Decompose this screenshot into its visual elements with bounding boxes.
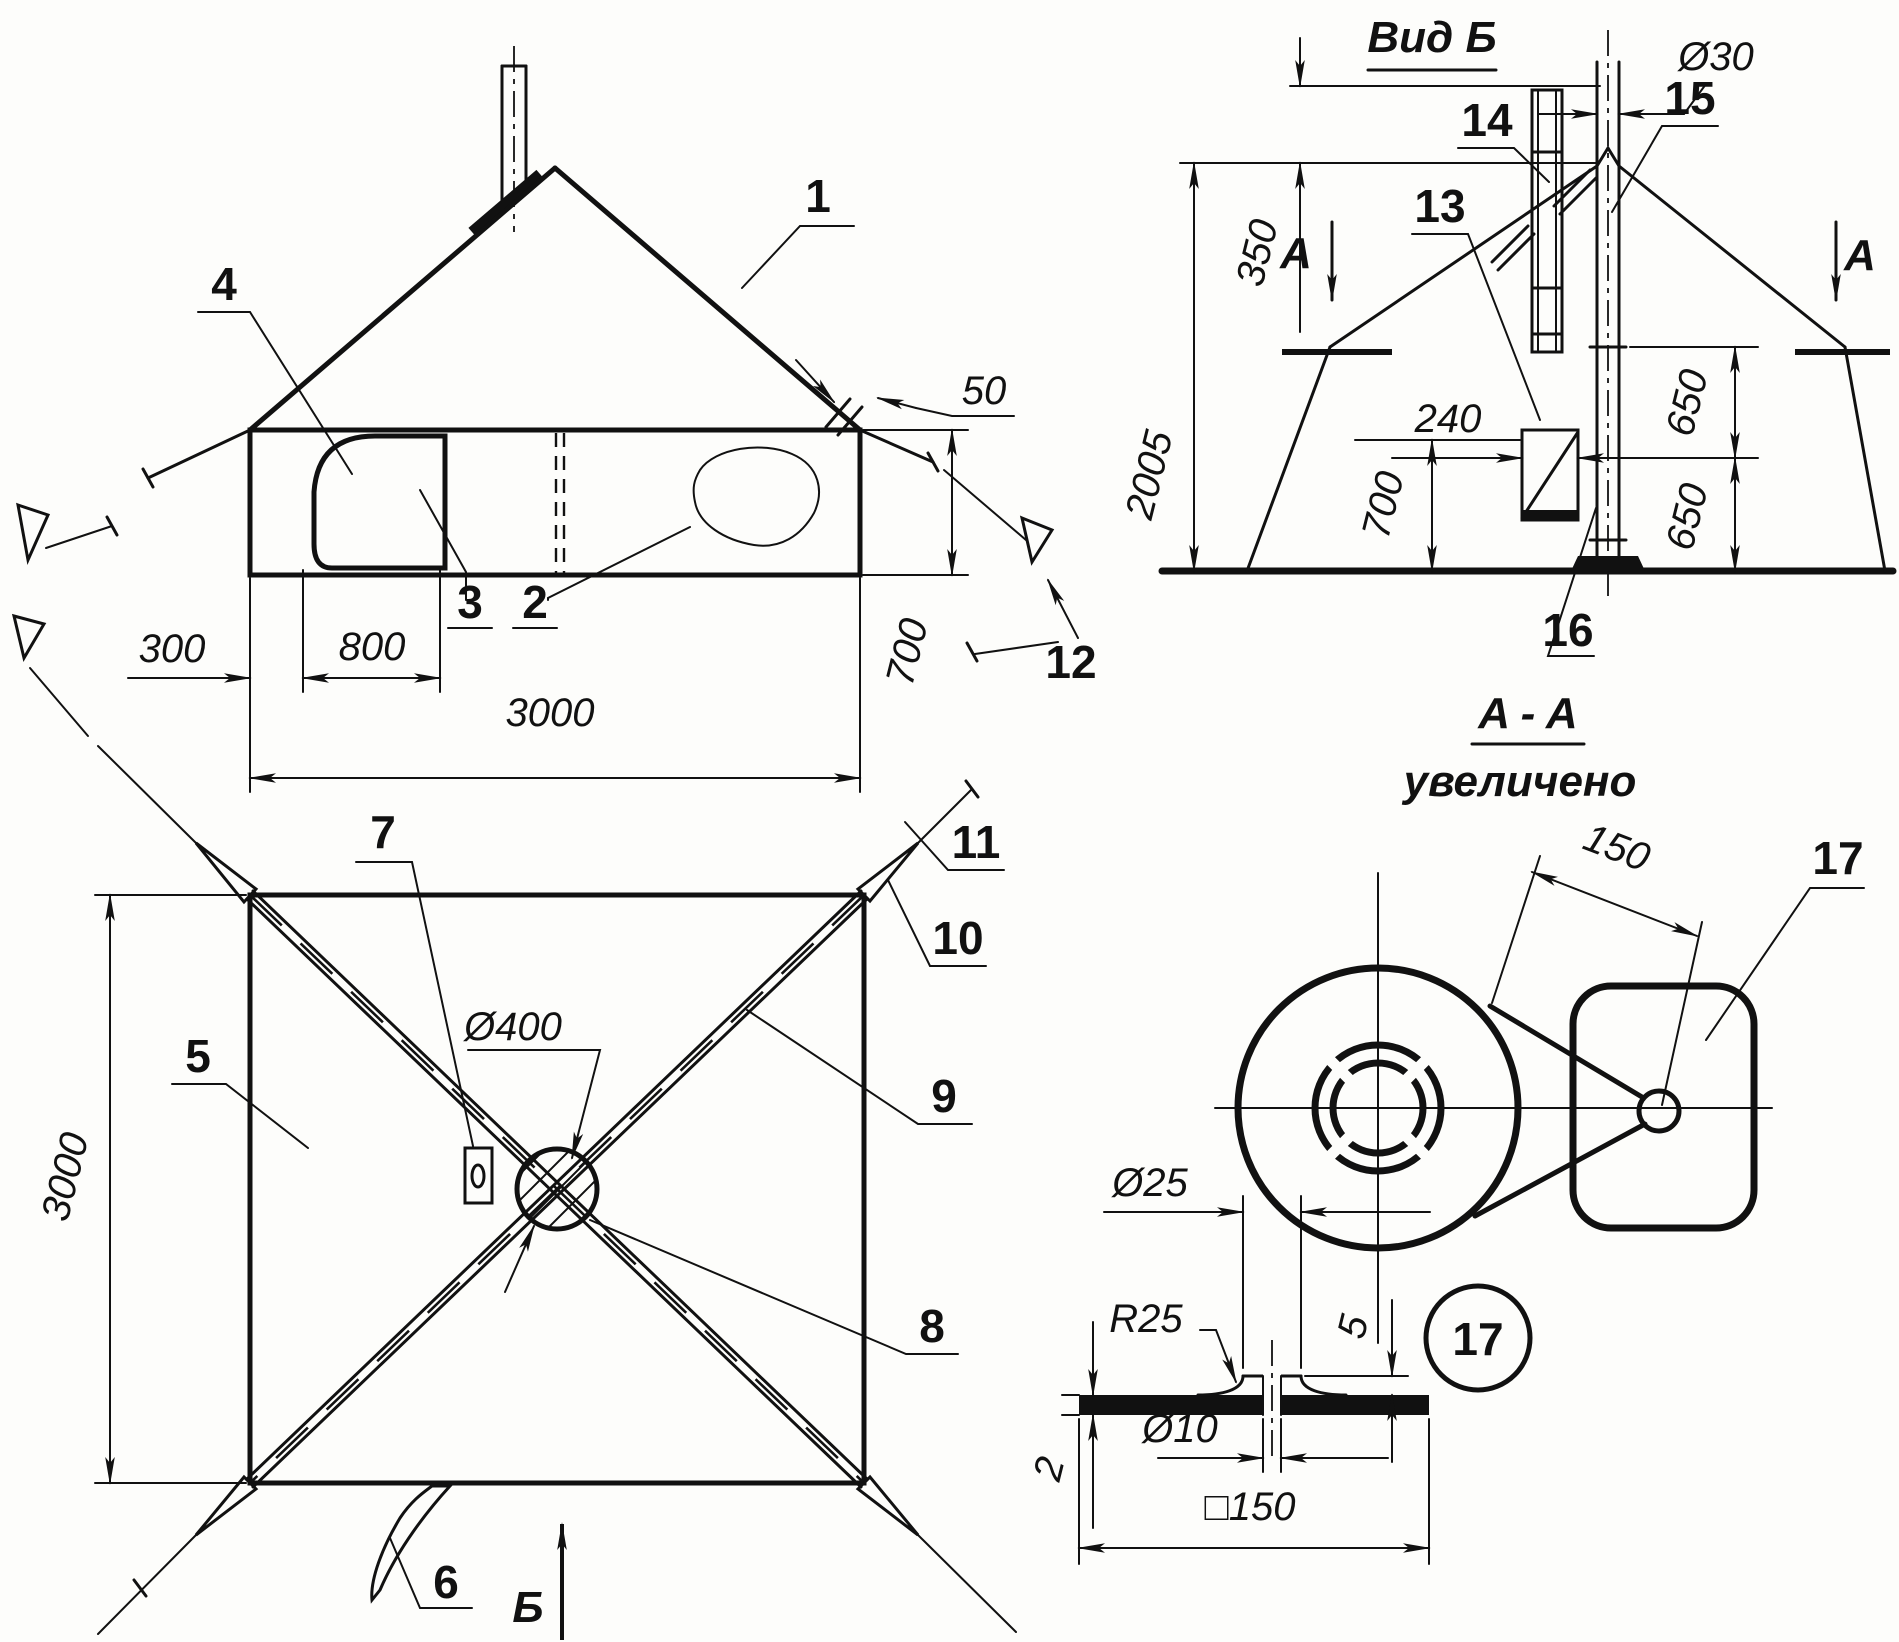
side-dimensions: 350 2005 Ø30 240 650 650 700 — [1117, 35, 1759, 573]
peg-icon — [11, 613, 47, 662]
dim-dia30: Ø30 — [1676, 35, 1754, 79]
peg-icon — [16, 502, 51, 566]
window-patch — [692, 446, 820, 547]
section-markers: A A — [1279, 220, 1890, 355]
part-label-2: 2 — [522, 576, 548, 628]
part-label-14: 14 — [1461, 94, 1513, 146]
detail-dimensions: Ø25 R25 5 2 Ø10 □150 — [1025, 1161, 1431, 1565]
dim-650-upper: 650 — [1658, 365, 1717, 440]
pole-spike — [855, 841, 920, 904]
part-label-11: 11 — [952, 816, 1001, 868]
dim-50: 50 — [962, 369, 1007, 413]
hook-icon — [370, 1484, 454, 1604]
section-letter-right: A — [1843, 231, 1876, 280]
ring-notches — [1326, 1056, 1430, 1160]
part-label-3: 3 — [457, 576, 483, 628]
side-brackets — [1490, 88, 1598, 522]
part-label-5: 5 — [185, 1030, 211, 1082]
part-label-4: 4 — [211, 258, 237, 310]
door-outline — [311, 433, 448, 571]
dim-square150: □150 — [1205, 1485, 1296, 1529]
side-view-title: Вид Б — [1367, 13, 1496, 62]
part-label-6: 6 — [433, 1556, 459, 1608]
part-label-16: 16 — [1542, 604, 1593, 656]
part-label-7: 7 — [370, 806, 396, 858]
section-letter-left: A — [1279, 229, 1312, 278]
dim-dia25: Ø25 — [1110, 1161, 1188, 1205]
mast-foot — [1571, 556, 1645, 571]
dim-3000-front: 3000 — [506, 691, 595, 735]
view-b-marker: Б — [512, 1522, 567, 1640]
front-wall — [247, 427, 863, 578]
view-b-letter: Б — [512, 1583, 543, 1632]
section-dimensions: 150 — [1491, 815, 1703, 1106]
dim-650-lower: 650 — [1658, 479, 1717, 554]
part-label-13: 13 — [1414, 180, 1465, 232]
side-mast — [1571, 30, 1645, 600]
part-badge-17: 17 — [1452, 1313, 1503, 1365]
section-subtitle: увеличено — [1402, 757, 1637, 806]
front-view: 1 4 3 2 50 300 800 3000 700 — [16, 46, 1097, 793]
dim-700-side: 700 — [1354, 467, 1413, 542]
front-mast — [468, 46, 544, 237]
part-label-9: 9 — [931, 1070, 957, 1122]
plan-part-labels: 7 5 11 10 9 8 6 — [171, 806, 1005, 1609]
plan-guys — [11, 613, 1017, 1635]
dim-2: 2 — [1025, 1453, 1073, 1486]
part-label-15: 15 — [1664, 72, 1715, 124]
side-part-labels: 14 15 13 16 — [1411, 72, 1719, 657]
dim-r25: R25 — [1109, 1297, 1183, 1341]
eyelet-icon — [470, 1163, 486, 1189]
part-label-10: 10 — [932, 912, 983, 964]
dim-3000-plan: 3000 — [33, 1128, 97, 1225]
front-guys: 12 — [16, 469, 1097, 688]
pole-spike — [855, 1474, 920, 1537]
dim-dia10: Ø10 — [1140, 1407, 1218, 1451]
pole-spike — [194, 841, 259, 905]
dim-800: 800 — [339, 625, 406, 669]
side-view: Вид Б — [1117, 13, 1897, 657]
pole-spike — [194, 1474, 259, 1537]
part-badge-circle — [1423, 1283, 1533, 1393]
plan-view: 3000 Ø400 7 5 11 10 9 8 6 Б — [11, 613, 1017, 1640]
side-silhouette — [1245, 145, 1887, 573]
plan-poles — [194, 841, 920, 1537]
part-label-12: 12 — [1045, 636, 1096, 688]
dim-150: 150 — [1578, 815, 1656, 880]
dim-700-front: 700 — [878, 614, 937, 689]
section-title: A - A — [1477, 689, 1577, 738]
dim-300: 300 — [139, 627, 206, 671]
peg-icon — [1019, 515, 1055, 566]
section-aa-view: A - A увеличено 150 17 — [1214, 689, 1865, 1344]
front-roof — [141, 165, 1015, 489]
dim-350: 350 — [1228, 215, 1287, 290]
dim-240: 240 — [1414, 397, 1482, 441]
front-part-labels: 1 4 3 2 — [197, 170, 855, 629]
part-label-8: 8 — [919, 1300, 945, 1352]
lug-plate — [1569, 982, 1758, 1232]
part-label-1: 1 — [805, 170, 831, 222]
dim-dia400: Ø400 — [462, 1005, 562, 1049]
plate-section — [1079, 1340, 1429, 1462]
dim-5: 5 — [1329, 1310, 1377, 1343]
part-label-17: 17 — [1812, 832, 1863, 884]
detail-17-view: 17 Ø25 R25 5 2 — [1025, 1161, 1533, 1565]
dim-2005: 2005 — [1117, 426, 1182, 525]
plan-center-joint — [463, 1146, 600, 1232]
